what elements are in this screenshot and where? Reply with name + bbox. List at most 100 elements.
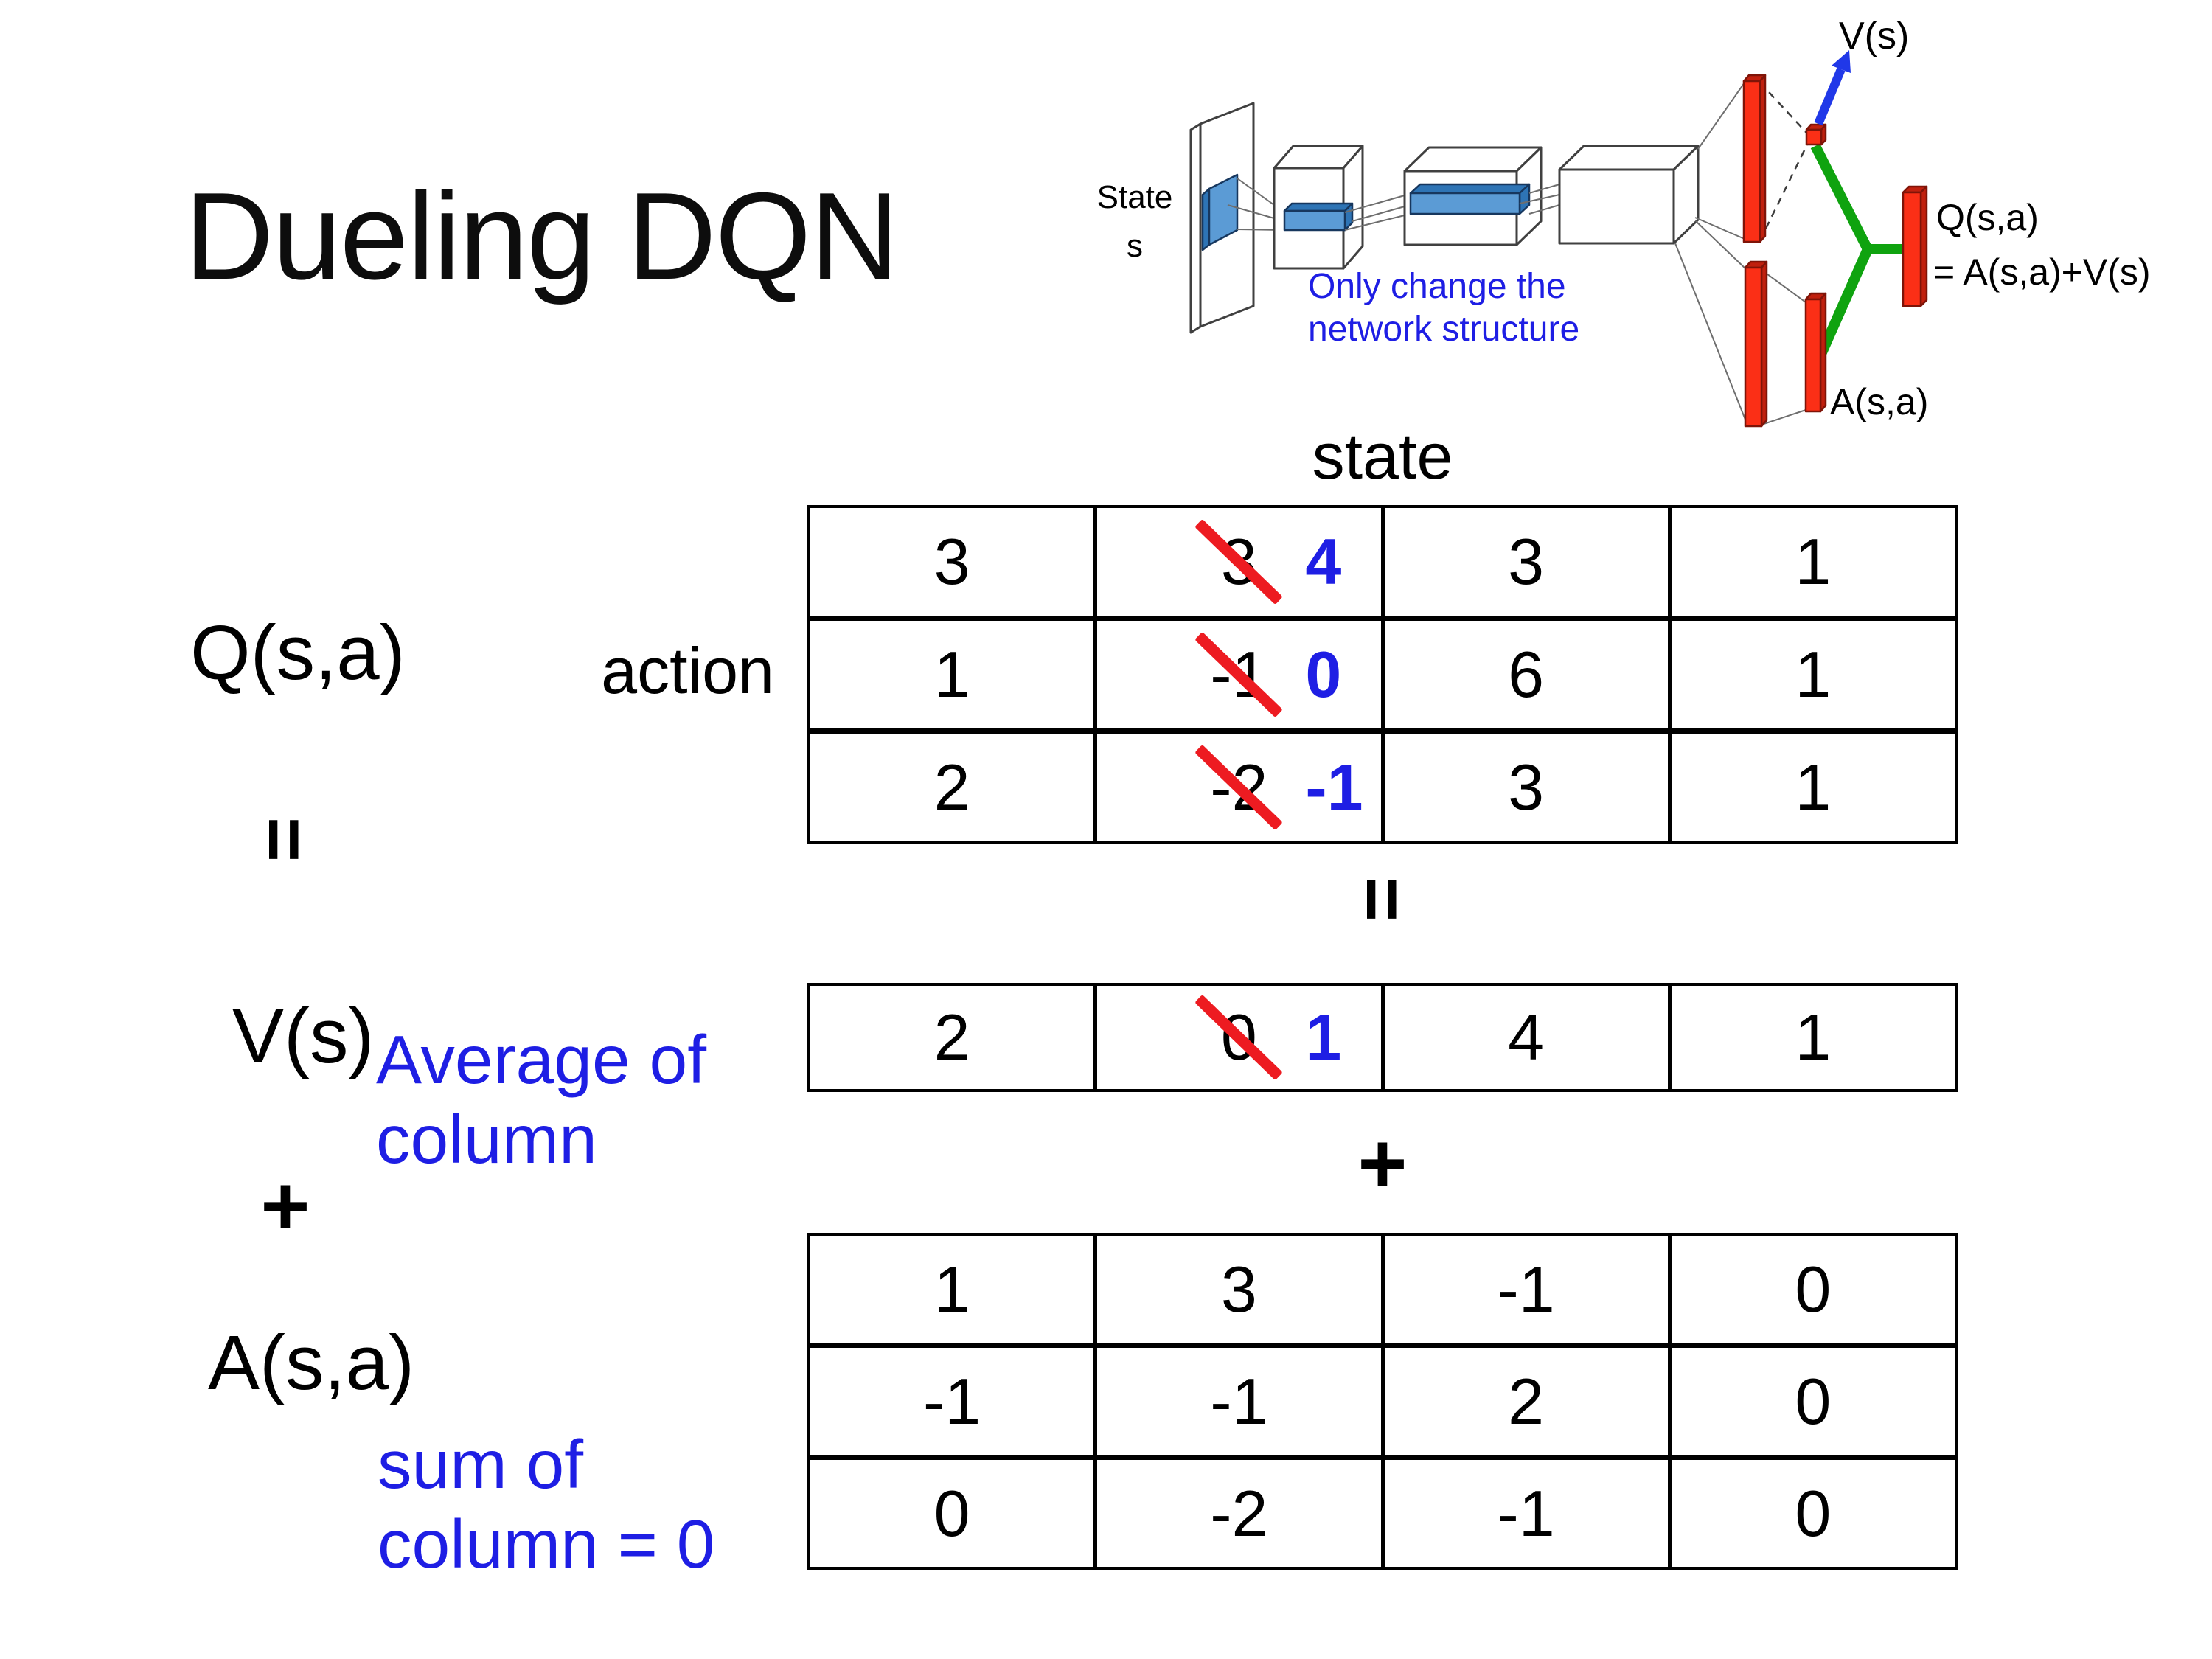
- new-value: -1: [1305, 751, 1363, 824]
- cell-value: 2: [933, 1001, 970, 1074]
- table-cell: 2: [810, 734, 1093, 841]
- table-cell: 4: [1380, 986, 1668, 1089]
- cell-value: 1: [1795, 638, 1832, 711]
- plus-sign-left: +: [260, 1159, 310, 1253]
- cell-value: 3: [1220, 1252, 1257, 1326]
- table-cell: 1: [1667, 734, 1955, 841]
- diagram-note-line1: Only change the: [1308, 267, 1566, 306]
- table-cell: -2: [1093, 1460, 1380, 1567]
- feature-bar-2: [1409, 183, 1531, 215]
- table-row: 0 -2 -1 0: [810, 1455, 1955, 1567]
- conv-cone-lines-3: [1519, 184, 1560, 215]
- cell-value: 0: [1795, 1252, 1832, 1326]
- table-row: 1 -10 6 1: [810, 616, 1955, 728]
- diagram-q-label: Q(s,a): [1936, 197, 2039, 238]
- table-cell: -1: [1093, 1348, 1380, 1455]
- cell-value: 3: [1508, 751, 1545, 824]
- diagram-state-label: State: [1097, 179, 1173, 215]
- table-cell: 0: [1667, 1348, 1955, 1455]
- network-structure-diagram: State s Only change the network structur…: [1097, 15, 2151, 428]
- note-line: column = 0: [378, 1506, 715, 1582]
- table-cell: 3: [810, 508, 1093, 616]
- table-cell: 1: [1667, 508, 1955, 616]
- new-value: 0: [1305, 638, 1342, 711]
- fc-fan-lines: [1674, 82, 1747, 424]
- table-cell: 0: [1667, 1236, 1955, 1343]
- cell-value: -1: [1210, 1364, 1268, 1438]
- cell-value: -1: [1497, 1476, 1555, 1550]
- feature-bar-1: [1283, 202, 1354, 232]
- table-cell: 2: [810, 986, 1093, 1089]
- input-plane: [1189, 102, 1255, 334]
- table-cell: 01: [1093, 986, 1380, 1089]
- table-cell: 0: [1667, 1460, 1955, 1567]
- table-row: 1 3 -1 0: [810, 1236, 1955, 1343]
- table-row: 3 34 3 1: [810, 508, 1955, 616]
- diagram-state-s-label: s: [1127, 228, 1143, 264]
- diagram-q-formula: = A(s,a)+V(s): [1933, 251, 2151, 293]
- table-cell: 1: [1667, 986, 1955, 1089]
- new-value: 4: [1305, 525, 1342, 598]
- table-cell: 1: [810, 1236, 1093, 1343]
- table-cell: 0: [810, 1460, 1093, 1567]
- a-sa-label: A(s,a): [208, 1320, 415, 1406]
- diagram-note-line2: network structure: [1308, 310, 1579, 349]
- conv-layer-3: [1558, 145, 1700, 245]
- cell-value: 2: [933, 751, 970, 824]
- table-cell: -1: [1380, 1460, 1668, 1567]
- cell-value: 6: [1508, 638, 1545, 711]
- table-cell: 1: [810, 621, 1093, 728]
- equals-rotated-left: =: [241, 816, 328, 863]
- note-line: sum of: [378, 1426, 584, 1503]
- a-values-table: 1 3 -1 0 -1 -1 2 0 0 -2 -1 0: [807, 1233, 1958, 1570]
- average-of-column-note: Average of column: [376, 1020, 706, 1179]
- cell-value: 4: [1508, 1001, 1545, 1074]
- cell-value: 1: [933, 638, 970, 711]
- advantage-stream-lines: [1761, 269, 1806, 425]
- cell-value: 0: [1795, 1476, 1832, 1550]
- plus-sign-center: +: [1357, 1116, 1408, 1211]
- state-axis-label: state: [1312, 420, 1453, 493]
- page-title: Dueling DQN: [184, 167, 900, 305]
- value-node: [1805, 123, 1827, 146]
- value-stream-dashed-lines: [1759, 82, 1809, 241]
- table-cell: 3: [1093, 1236, 1380, 1343]
- cell-value: 1: [933, 1252, 970, 1326]
- q-output-bar: [1902, 185, 1928, 307]
- fc-red-bar-upper: [1742, 74, 1767, 243]
- table-cell: -1: [810, 1348, 1093, 1455]
- conv-cone-lines-2: [1344, 195, 1405, 231]
- table-cell: -1: [1380, 1236, 1668, 1343]
- merge-green-connector: [1810, 143, 1903, 355]
- cell-value: -2: [1210, 1476, 1268, 1550]
- advantage-bar: [1804, 292, 1827, 413]
- value-arrow-icon: [1814, 50, 1851, 126]
- diagram-v-label: V(s): [1839, 15, 1909, 58]
- note-line: column: [376, 1101, 597, 1178]
- cell-value: -1: [1497, 1252, 1555, 1326]
- cell-value: 1: [1795, 751, 1832, 824]
- q-sa-label: Q(s,a): [190, 610, 406, 696]
- table-cell: 34: [1093, 508, 1380, 616]
- equals-rotated-center: =: [1339, 876, 1426, 922]
- table-cell: -2-1: [1093, 734, 1380, 841]
- v-values-table: 2 01 4 1: [807, 983, 1958, 1092]
- sum-of-column-note: sum of column = 0: [378, 1425, 715, 1584]
- cell-value: 3: [933, 525, 970, 598]
- table-cell: 2: [1380, 1348, 1668, 1455]
- cell-value: 1: [1795, 1001, 1832, 1074]
- cell-value: 1: [1795, 525, 1832, 598]
- note-line: Average of: [376, 1021, 707, 1098]
- table-row: 2 01 4 1: [810, 986, 1955, 1089]
- table-cell: -10: [1093, 621, 1380, 728]
- fc-red-bar-lower: [1744, 260, 1768, 428]
- table-cell: 3: [1380, 734, 1668, 841]
- cell-value: 3: [1508, 525, 1545, 598]
- table-cell: 1: [1667, 621, 1955, 728]
- cell-value: 0: [933, 1476, 970, 1550]
- cell-value: 2: [1508, 1364, 1545, 1438]
- new-value: 1: [1305, 1001, 1342, 1074]
- table-cell: 6: [1380, 621, 1668, 728]
